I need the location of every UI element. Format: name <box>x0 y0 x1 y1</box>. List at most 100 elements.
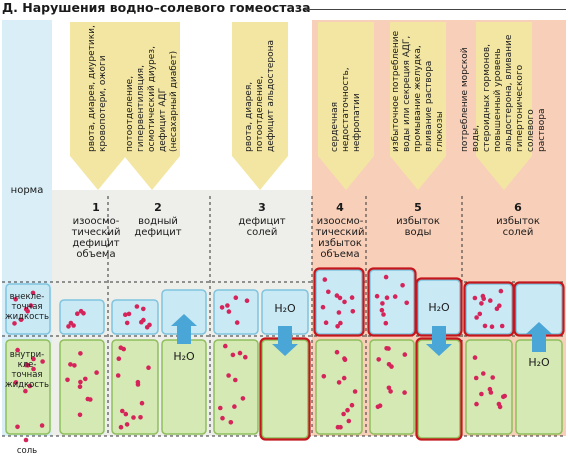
cause-text-3: рвота, диарея, потоотделение, дефицит ал… <box>234 22 286 156</box>
column-label-6: избыток солей <box>496 216 540 238</box>
salt-dot <box>381 312 386 317</box>
salt-dot <box>386 362 392 367</box>
column-number-5: 5 <box>414 201 422 214</box>
salt-dot <box>335 324 340 329</box>
cause-label-2: потоотделение, гипервентиляция, осмотиче… <box>124 46 179 152</box>
salt-dot <box>147 322 152 328</box>
cause-label-4: сердечная недостаточность, нефропатии <box>329 67 362 152</box>
salt-dot <box>75 311 80 317</box>
salt-dot <box>134 304 140 309</box>
salt-dot <box>502 393 508 399</box>
cause-banner-2 <box>124 22 180 156</box>
salt-dot <box>23 388 28 394</box>
salt-dot <box>13 297 18 302</box>
salt-dot <box>40 359 45 364</box>
salt-dot <box>124 320 130 326</box>
salt-dot <box>66 324 71 329</box>
salt-dot <box>39 423 45 428</box>
cause-label-5: избыточное потребление воды или секреция… <box>390 30 445 152</box>
col2-extracellular <box>111 299 159 335</box>
col4-extracellular <box>315 269 363 335</box>
salt-dot <box>15 347 20 353</box>
salt-dot <box>78 308 84 314</box>
diagram-title: Д. Нарушения водно–солевого гомеостаза <box>2 0 311 15</box>
cause-banner-4 <box>318 22 374 156</box>
col5-intracellular <box>369 339 415 435</box>
salt-dot <box>219 305 225 310</box>
cause-banner-1 <box>70 22 126 156</box>
col3-intracellular <box>213 339 259 435</box>
salt-dot <box>498 288 504 294</box>
col4-intracellular <box>315 339 363 435</box>
salt-dot <box>77 412 83 418</box>
col2-water-label: H₂O <box>173 350 195 363</box>
col6-extracellular <box>465 283 513 335</box>
salt-dot <box>233 295 239 301</box>
salt-dot <box>72 363 77 368</box>
salt-dot <box>115 373 121 378</box>
salt-dot <box>336 310 342 315</box>
salt-dot <box>384 295 390 301</box>
salt-label: соль <box>16 446 38 456</box>
col3-water-arrow <box>272 326 298 356</box>
salt-dot <box>490 375 496 380</box>
salt-dot <box>71 323 76 328</box>
salt-dot <box>15 424 20 430</box>
salt-dot <box>481 371 486 376</box>
cause-text-6: потребление морской воды, стероидных гор… <box>460 22 547 156</box>
salt-dot <box>320 304 326 310</box>
salt-dot <box>83 376 88 382</box>
cause-text-4: сердечная недостаточность, нефропатии <box>320 22 372 156</box>
salt-dot <box>27 383 33 389</box>
salt-dot <box>68 362 73 367</box>
salt-dot <box>240 396 246 401</box>
col2-water-arrow <box>171 314 197 344</box>
salt-dot <box>487 386 493 392</box>
cause-label-6: потребление морской воды, стероидных гор… <box>460 34 547 152</box>
salt-dot <box>226 373 231 378</box>
salt-dot <box>474 315 479 320</box>
salt-dot <box>24 362 29 368</box>
salt-dot <box>388 389 393 394</box>
salt-dot <box>220 415 225 421</box>
salt-dot <box>321 374 327 379</box>
salt-dot <box>131 415 136 420</box>
salt-dot <box>477 311 483 317</box>
salt-dot <box>338 320 343 326</box>
salt-dot <box>472 295 478 301</box>
salt-dot <box>402 352 408 357</box>
salt-dot <box>85 396 91 402</box>
salt-dot <box>139 400 145 406</box>
salt-dot <box>218 405 223 411</box>
salt-dot <box>118 345 124 351</box>
salt-dot <box>404 300 410 306</box>
salt-dot <box>28 303 34 308</box>
column-label-1: изоосмо- тический дефицит объема <box>71 216 121 260</box>
salt-dot <box>334 349 340 355</box>
salt-dot <box>78 351 83 356</box>
salt-dot <box>345 407 350 413</box>
salt-dot <box>123 411 129 417</box>
col4-red-outline <box>313 267 365 337</box>
salt-dot <box>349 402 355 408</box>
salt-dot <box>12 321 17 326</box>
col5-water-arrow <box>426 326 452 356</box>
salt-dot <box>497 404 503 410</box>
salt-dot <box>499 323 505 329</box>
cause-banner-6 <box>476 22 532 156</box>
salt-dot <box>377 403 383 409</box>
salt-dot <box>233 377 238 383</box>
salt-dot <box>335 424 341 430</box>
cause-label-1: рвота, диарея, диуретики, кровопотери, о… <box>87 25 108 152</box>
salt-dot <box>78 379 83 385</box>
salt-dot <box>146 365 151 371</box>
salt-dot <box>383 274 389 280</box>
col6-intracellular <box>465 339 513 435</box>
salt-dot <box>23 306 29 312</box>
salt-dot <box>473 375 479 381</box>
col6-water-arrow <box>526 322 552 352</box>
column-label-3: дефицит солей <box>238 216 286 238</box>
salt-dot <box>346 418 352 424</box>
cause-arrow-1 <box>70 156 126 190</box>
salt-dot <box>232 404 237 409</box>
